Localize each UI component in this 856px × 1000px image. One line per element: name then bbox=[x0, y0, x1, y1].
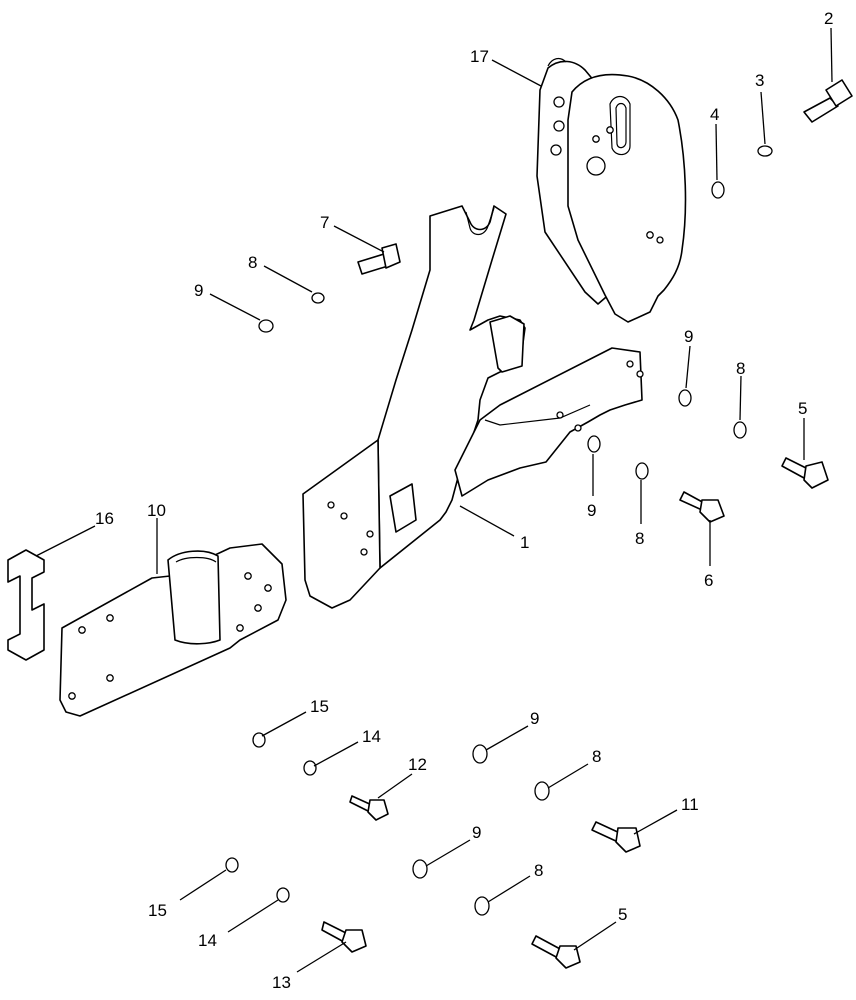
label-10: 10 bbox=[147, 501, 166, 520]
washer-8-top bbox=[311, 292, 325, 304]
bolt-13 bbox=[321, 921, 367, 953]
label-5-upper: 5 bbox=[798, 399, 807, 418]
washer-15-a bbox=[252, 732, 266, 748]
label-12: 12 bbox=[408, 755, 427, 774]
washer-15-b bbox=[225, 857, 239, 873]
label-14-b: 14 bbox=[198, 931, 217, 950]
part-17-bracket bbox=[536, 57, 687, 323]
part-10-base-plate bbox=[59, 543, 287, 717]
bolt-5-lower bbox=[531, 935, 581, 969]
callout-labels: 2 3 4 17 7 8 9 9 8 5 9 8 6 1 16 10 15 14… bbox=[95, 9, 833, 992]
label-8-mid: 8 bbox=[635, 529, 644, 548]
bolt-12 bbox=[349, 795, 389, 821]
washer-9-right bbox=[678, 389, 692, 407]
label-16: 16 bbox=[95, 509, 114, 528]
washer-14-a bbox=[303, 760, 317, 776]
washer-9-mid bbox=[587, 435, 601, 453]
label-8-b: 8 bbox=[592, 747, 601, 766]
label-4: 4 bbox=[710, 105, 719, 124]
label-9-b: 9 bbox=[530, 709, 539, 728]
washer-9-c bbox=[412, 859, 428, 879]
label-3: 3 bbox=[755, 71, 764, 90]
bolt-5-upper bbox=[781, 457, 829, 489]
label-13: 13 bbox=[272, 973, 291, 992]
washer-8-b bbox=[534, 781, 550, 801]
part-1-main-bracket bbox=[302, 205, 644, 609]
washer-9-top bbox=[258, 319, 274, 333]
label-5-lower: 5 bbox=[618, 905, 627, 924]
washer-8-mid bbox=[635, 462, 649, 480]
label-9-top: 9 bbox=[194, 281, 203, 300]
washer-9-b bbox=[472, 744, 488, 764]
washer-8-c bbox=[474, 896, 490, 916]
label-6: 6 bbox=[704, 571, 713, 590]
bolt-11 bbox=[591, 821, 641, 853]
label-1: 1 bbox=[520, 533, 529, 552]
bolt-6 bbox=[679, 491, 725, 523]
label-15-a: 15 bbox=[310, 697, 329, 716]
bolt-7 bbox=[357, 243, 401, 275]
label-9-mid: 9 bbox=[587, 501, 596, 520]
label-9-right: 9 bbox=[684, 327, 693, 346]
leader-lines bbox=[35, 27, 833, 973]
bolt-2 bbox=[803, 79, 853, 123]
washer-3 bbox=[757, 145, 773, 157]
washer-8-right bbox=[733, 421, 747, 439]
label-9-c: 9 bbox=[472, 823, 481, 842]
washers bbox=[225, 145, 773, 916]
washer-4 bbox=[711, 181, 725, 199]
washer-14-b bbox=[276, 887, 290, 903]
label-2: 2 bbox=[824, 9, 833, 28]
label-17: 17 bbox=[470, 47, 489, 66]
part-16-clip bbox=[7, 549, 45, 661]
label-8-right: 8 bbox=[736, 359, 745, 378]
label-15-b: 15 bbox=[148, 901, 167, 920]
label-14-a: 14 bbox=[362, 727, 381, 746]
label-7: 7 bbox=[320, 213, 329, 232]
label-8-top: 8 bbox=[248, 253, 257, 272]
label-11: 11 bbox=[681, 795, 699, 814]
label-8-c: 8 bbox=[534, 861, 543, 880]
